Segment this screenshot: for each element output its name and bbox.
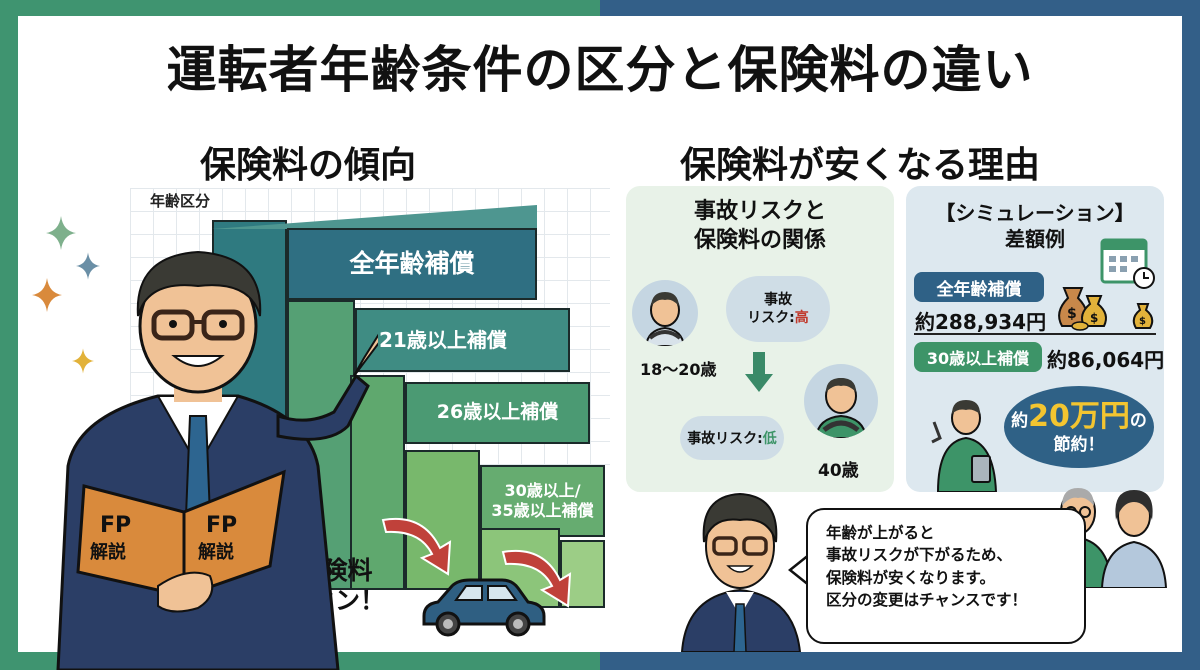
risk-text: 事故リスク: [687,431,763,447]
axis-label-age-category: 年齢区分 [150,192,211,210]
title-line2: 保険料の関係 [693,227,826,253]
badge-all-ages: 全年齢補償 [914,272,1044,302]
section-title-trend: 保険料の傾向 [200,145,417,186]
red-arrow-icon [501,549,572,608]
fp-advisor-illustration: FP 解説 FP 解説 [56,250,378,670]
book-left-text: FP [100,513,131,538]
step-label: 26歳以上補償 [436,401,559,424]
main-title: 運転者年齢条件の区分と保険料の違い [166,41,1034,99]
step-30-35-plus: 30歳以上/ 35歳以上補償 [480,465,605,537]
sparkle-icon [32,278,62,312]
saving-line2: 節約！ [1053,434,1105,455]
car-icon [422,578,546,637]
sparkle-icon [46,216,76,250]
risk-level-low: 低 [762,431,777,447]
svg-text:解説: 解説 [90,541,126,563]
step-all-ages: 全年齢補償 [287,228,537,300]
step-5-front [560,540,605,608]
step-label: 全年齢補償 [349,249,475,279]
sparkle-icon [72,348,94,374]
low-risk-cloud: 事故リスク:低 [680,416,784,460]
money-bags-icon: $ $ $ [1058,287,1154,331]
saving-amount: 20万円 [1028,398,1130,434]
speech-line: 年齢が上がると [826,524,935,542]
saving-callout: 約20万円の 節約！ [1004,386,1154,468]
person-with-key-illustration [931,400,998,492]
simulation-panel-title: 【シミュレーション】 差額例 [906,200,1164,252]
divider [914,333,1156,335]
calendar-icon [1100,238,1155,289]
speech-line: 区分の変更はチャンスです！ [826,591,1028,610]
young-driver-icon [644,292,686,346]
step-label: 21歳以上補償 [379,327,507,352]
risk-level-high: 高 [794,310,809,326]
advisor-speech-bubble: 年齢が上がると 事故リスクが下がるため、 保険料が安くなります。 区分の変更はチ… [806,508,1086,644]
high-risk-cloud: 事故 リスク:高 [726,276,830,342]
saving-suffix: の [1129,410,1147,431]
fp-advisor-small-illustration [680,492,802,652]
price-30-plus: 約86,064円 [1047,348,1165,372]
older-driver-avatar [804,364,878,438]
speech-line: 事故リスクが下がるため、 [826,546,1013,565]
step-label-line1: 30歳以上/ [504,481,581,500]
svg-text:FP: FP [206,513,237,538]
title-line1: 【シミュレーション】 [935,201,1135,225]
red-arrow-icon [381,517,452,576]
svg-text:解説: 解説 [198,541,234,563]
step-21-plus: 21歳以上補償 [355,308,570,372]
step-label-line2: 35歳以上補償 [491,501,594,520]
price-all-ages: 約288,934円 [915,310,1047,334]
down-arrow-icon [745,352,773,392]
badge-30-plus: 30歳以上補償 [914,342,1042,372]
step-26-plus: 26歳以上補償 [405,382,590,444]
risk-text: リスク: [747,310,795,326]
age-caption-young: 18〜20歳 [640,360,717,379]
risk-text: 事故 [763,291,792,308]
svg-text:$: $ [1067,306,1077,322]
speech-tail [788,553,811,587]
step-3-side [350,375,405,590]
title-line2: 差額例 [1005,227,1065,251]
saving-prefix: 約 [1011,410,1029,431]
svg-text:$: $ [1139,316,1146,327]
section-title-reason: 保険料が安くなる理由 [680,145,1041,186]
sparkle-icon [76,252,100,280]
svg-text:$: $ [1090,311,1098,325]
speech-line: 保険料が安くなります。 [826,568,995,587]
young-driver-avatar [632,280,698,346]
title-line1: 事故リスクと [693,199,826,224]
age-caption-older: 40歳 [818,461,859,481]
risk-panel-title: 事故リスクと 保険料の関係 [626,198,894,255]
older-driver-icon [814,378,868,438]
